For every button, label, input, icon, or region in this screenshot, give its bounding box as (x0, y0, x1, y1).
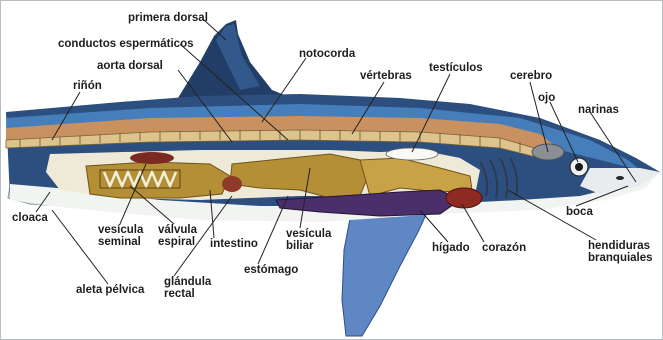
label-testiculos: testículos (429, 62, 483, 74)
label-conductos-espermaticos: conductos espermáticos (58, 38, 193, 50)
label-narinas: narinas (578, 104, 619, 116)
testis (386, 148, 438, 160)
heart (446, 188, 482, 208)
label-cerebro: cerebro (510, 70, 552, 82)
label-aleta-pelvica: aleta pélvica (76, 284, 144, 296)
label-estomago: estómago (244, 264, 298, 276)
label-aorta-dorsal: aorta dorsal (97, 60, 163, 72)
label-ojo: ojo (538, 92, 555, 104)
label-notocorda: notocorda (299, 48, 355, 60)
label-primera-dorsal: primera dorsal (128, 12, 208, 24)
eye (570, 158, 588, 176)
label-boca: boca (566, 206, 593, 218)
label-rinon: riñón (73, 80, 102, 92)
seminal-vesicle (130, 152, 174, 164)
rectal-gland (222, 176, 242, 192)
label-corazon: corazón (482, 242, 526, 254)
label-vertebras: vértebras (360, 70, 412, 82)
label-higado: hígado (432, 242, 470, 254)
label-cloaca: cloaca (12, 212, 48, 224)
nostril (616, 176, 624, 180)
label-intestino: intestino (210, 238, 258, 250)
pectoral-fin (342, 206, 430, 336)
